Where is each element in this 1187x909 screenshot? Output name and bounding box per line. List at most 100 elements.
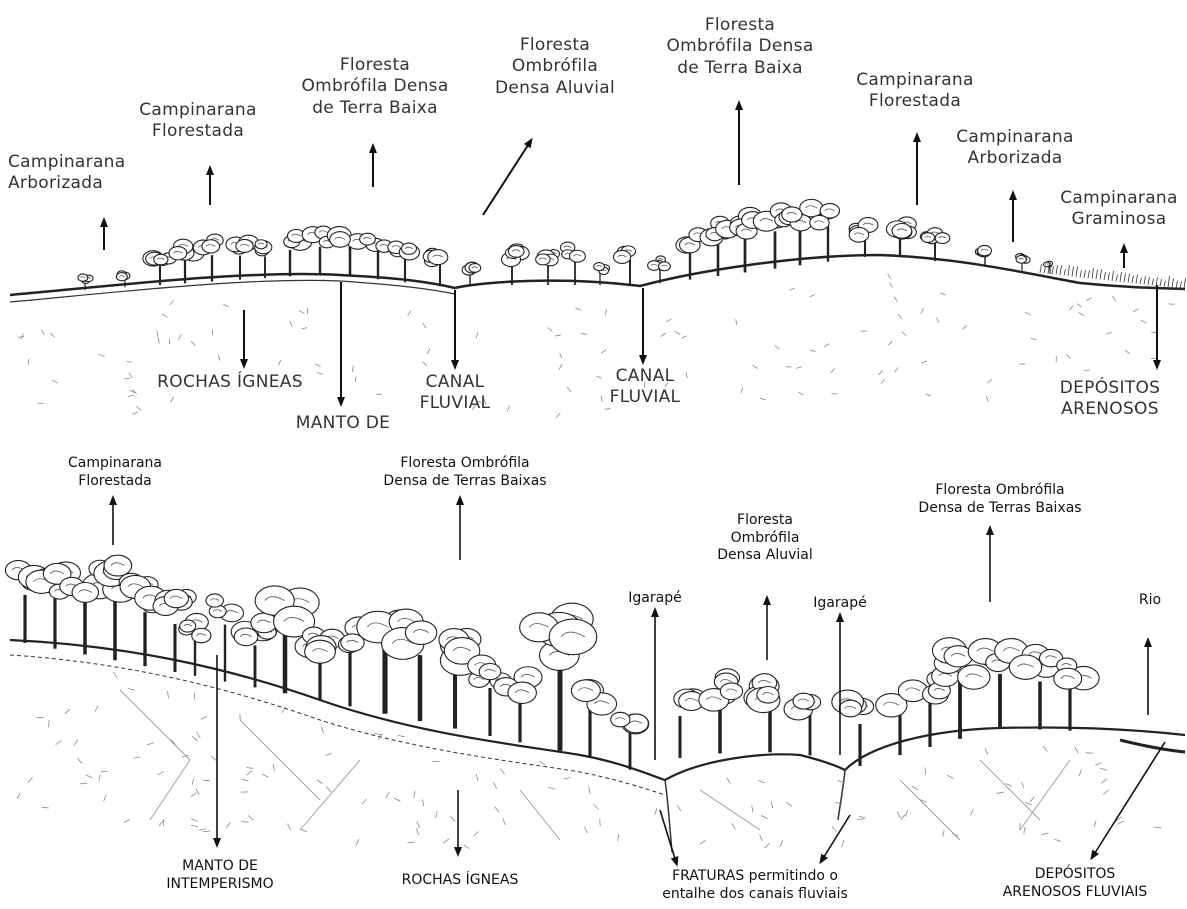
soil-dash xyxy=(824,344,829,347)
label-b-floresta-densa-aluvial: Floresta Ombrófila Densa Aluvial xyxy=(690,512,840,565)
soil-dash xyxy=(450,816,455,821)
grass-stroke xyxy=(1072,266,1074,276)
grass-stroke xyxy=(1168,276,1170,287)
soil-dash xyxy=(317,780,323,784)
label-b-floresta-terras-baixas-2: Floresta Ombrófila Densa de Terras Baixa… xyxy=(900,482,1100,517)
soil-dash xyxy=(567,387,571,392)
soil-dash xyxy=(18,336,24,337)
soil-dash xyxy=(423,799,424,806)
soil-dash xyxy=(56,741,62,745)
fracture-line xyxy=(1020,760,1070,830)
label-b-igarape-2: Igarapé xyxy=(800,595,880,613)
soil-dash xyxy=(1024,827,1025,834)
soil-dash xyxy=(104,795,107,802)
soil-dash xyxy=(113,672,117,678)
top-ground-line-2 xyxy=(10,280,455,302)
soil-dash xyxy=(196,788,199,794)
grass-stroke xyxy=(1176,281,1178,288)
soil-dash xyxy=(282,706,285,712)
soil-dash xyxy=(246,768,253,769)
soil-dash xyxy=(760,835,763,841)
soil-dash xyxy=(201,716,207,719)
label-campinarana-florestada-right: Campinarana Florestada xyxy=(845,70,985,113)
soil-dash xyxy=(1112,296,1115,301)
label-rochas-igneas-top: ROCHAS ÍGNEAS xyxy=(140,372,320,393)
soil-dash xyxy=(203,831,210,832)
soil-dash xyxy=(1030,797,1035,802)
soil-dash xyxy=(758,780,764,783)
label-b-igarape-1: Igarapé xyxy=(615,590,695,608)
soil-dash xyxy=(771,801,773,808)
soil-dash xyxy=(126,362,132,363)
bottom-weathering-line xyxy=(10,655,665,795)
soil-dash xyxy=(159,820,163,826)
label-b-rochas-igneas: ROCHAS ÍGNEAS xyxy=(380,872,540,890)
fracture-line xyxy=(300,760,360,830)
soil-dash xyxy=(1125,350,1130,353)
soil-dash xyxy=(407,842,414,843)
tree-sketch xyxy=(360,233,393,279)
soil-dash xyxy=(890,283,893,288)
soil-dash xyxy=(842,840,844,847)
soil-dash xyxy=(42,807,49,808)
tree-sketch xyxy=(1009,644,1062,729)
tree-sketch xyxy=(295,627,345,700)
soil-dash xyxy=(1054,839,1061,841)
grass-stroke xyxy=(1044,267,1046,273)
tree-sketch xyxy=(501,244,529,285)
bottom-channel-right xyxy=(838,770,845,820)
grass-stroke xyxy=(1144,276,1146,284)
grass-stroke xyxy=(1132,275,1134,283)
soil-dash xyxy=(677,805,681,811)
soil-dash xyxy=(912,786,918,790)
soil-dash xyxy=(273,764,275,771)
soil-dash xyxy=(548,787,555,789)
soil-dash xyxy=(422,362,427,366)
soil-dash xyxy=(398,735,405,736)
soil-dash xyxy=(681,336,686,339)
label-b-fraturas: FRATURAS permitindo o entalhe dos canais… xyxy=(625,868,885,903)
soil-dash xyxy=(49,720,50,727)
soil-dash xyxy=(199,829,206,830)
tree-sketch xyxy=(784,693,821,755)
soil-dash xyxy=(262,774,268,777)
grass-stroke xyxy=(1064,269,1066,275)
label-b-manto-intemperismo: MANTO DE INTEMPERISMO xyxy=(140,858,300,893)
bottom-vegetation xyxy=(5,555,1099,769)
soil-dash xyxy=(211,756,216,761)
soil-dash xyxy=(203,780,210,781)
label-campinarana-florestada: Campinarana Florestada xyxy=(128,100,268,143)
soil-dash xyxy=(191,341,195,345)
soil-dash xyxy=(985,748,988,754)
soil-dash xyxy=(124,820,130,823)
grass-stroke xyxy=(1172,278,1174,287)
soil-dash xyxy=(242,779,249,781)
soil-dash xyxy=(1106,332,1112,334)
soil-dash xyxy=(879,371,883,375)
soil-dash xyxy=(1077,304,1082,308)
tree-sketch xyxy=(571,680,616,758)
soil-dash xyxy=(1041,833,1048,835)
soil-dash xyxy=(1086,298,1091,301)
grass-stroke xyxy=(1080,270,1082,277)
soil-dash xyxy=(132,412,138,414)
soil-dash xyxy=(416,828,418,835)
soil-dash xyxy=(315,364,320,367)
label-floresta-densa-aluvial: Floresta Ombrófila Densa Aluvial xyxy=(480,35,630,99)
fracture-line xyxy=(120,690,190,760)
soil-dash xyxy=(926,394,932,396)
soil-dash xyxy=(290,321,292,327)
soil-dash xyxy=(427,349,430,354)
grass-stroke xyxy=(1060,265,1062,275)
soil-dash xyxy=(52,380,57,383)
soil-dash xyxy=(1100,768,1107,770)
soil-dash xyxy=(78,758,82,763)
soil-dash xyxy=(881,379,885,384)
grass-stroke xyxy=(1100,269,1102,279)
soil-dash xyxy=(408,311,411,316)
fracture-line xyxy=(980,760,1040,820)
soil-dash xyxy=(732,823,735,829)
arrow-b-fraturas-right xyxy=(822,815,850,860)
tree-sketch xyxy=(920,228,949,261)
soil-dash xyxy=(1021,782,1024,788)
